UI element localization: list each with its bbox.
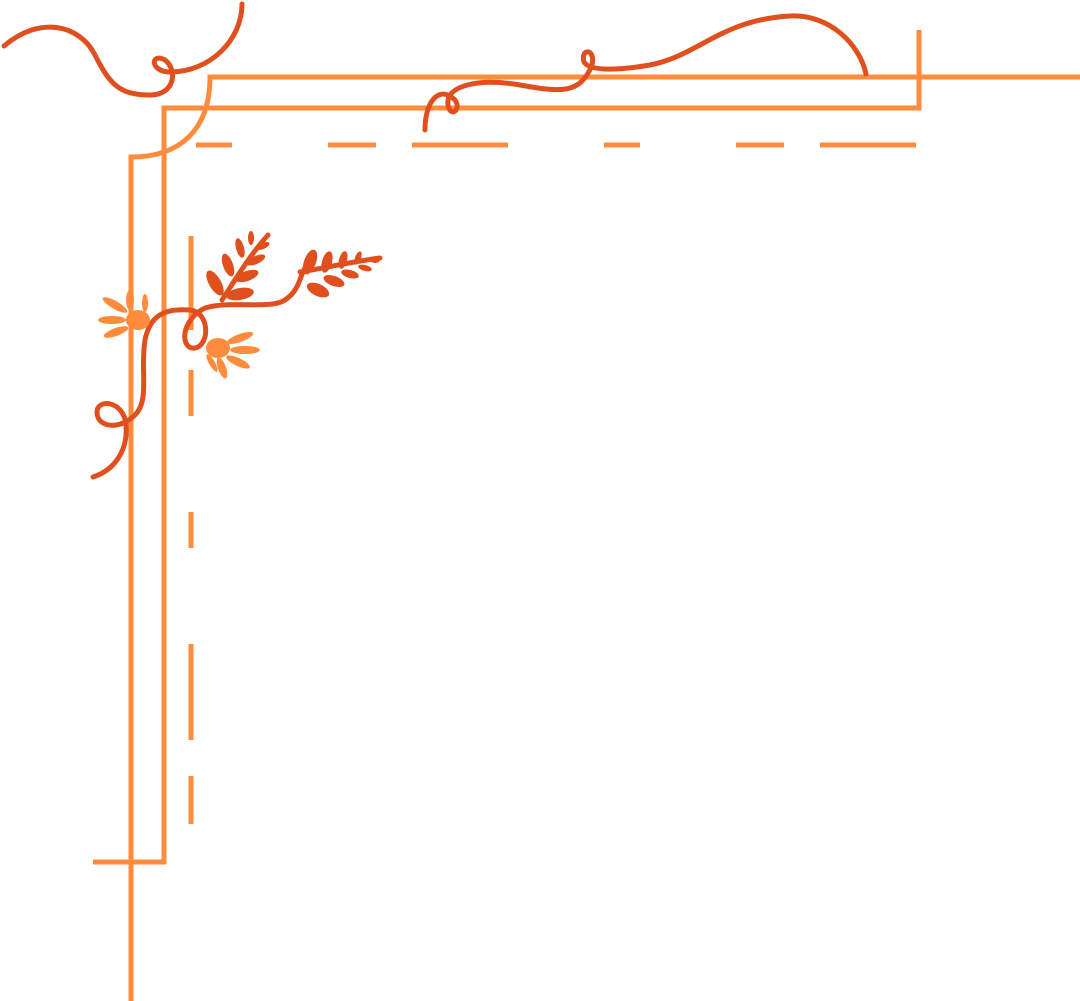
flower-tuft-icon	[206, 331, 260, 379]
leaf-branch-icon	[297, 249, 383, 298]
inner-frame-line	[93, 30, 922, 865]
outer-frame-line	[128, 74, 1080, 1001]
top-vine	[422, 13, 869, 133]
flower-tuft-icon	[98, 290, 150, 338]
top-left-vine	[1, 1, 245, 98]
leaf-branch-icon	[206, 231, 271, 303]
left-vine	[90, 265, 308, 480]
